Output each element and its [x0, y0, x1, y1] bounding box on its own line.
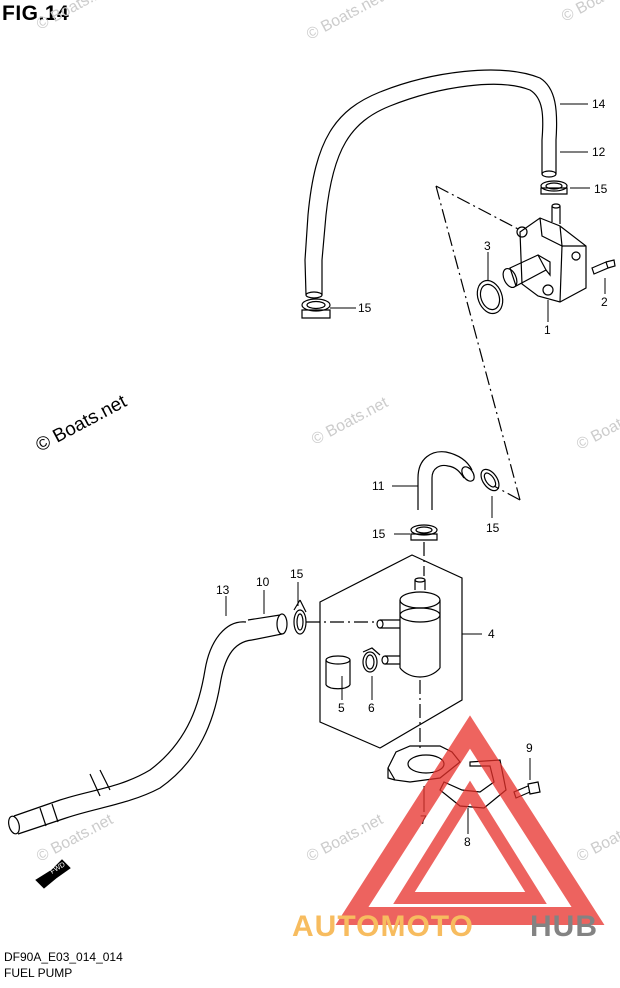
logo-text-red: AUTOMOTO — [292, 910, 474, 943]
guide-line-filter — [306, 542, 425, 752]
hose-5 — [325, 655, 351, 690]
clamp-15-filter-left — [293, 599, 307, 635]
o-ring-3-inner — [479, 283, 501, 311]
clamp-15-upper-right — [540, 180, 568, 195]
watermark-main: © Boats.net — [32, 391, 130, 457]
clamp-6 — [362, 647, 381, 673]
hose-13-end-cap — [8, 815, 20, 835]
callout-9: 9 — [526, 741, 533, 755]
watermark-text: © Boats.net — [574, 399, 620, 454]
hose-11-end — [461, 466, 475, 482]
callout-numbers: 14 12 15 3 2 15 1 11 15 15 13 10 15 4 5 … — [216, 97, 608, 849]
callout-13: 13 — [216, 583, 230, 597]
watermark-text: © Boats.net — [34, 0, 116, 34]
callout-1: 1 — [544, 323, 551, 337]
figure-code: DF90A_E03_014_014 — [4, 950, 123, 964]
callout-10: 10 — [256, 575, 270, 589]
line-art — [8, 69, 616, 835]
hose-14-end-top-cap — [541, 170, 557, 178]
watermark-text: © Boats.net — [559, 0, 620, 26]
watermark-text: © Boats.net — [309, 394, 391, 449]
callout-8: 8 — [464, 835, 471, 849]
watermark-text: © Boats.net — [574, 811, 620, 866]
callout-15: 15 — [290, 567, 304, 581]
fuel-filter-4 — [376, 577, 441, 678]
hose-10 — [247, 613, 288, 641]
logo-triangle-inner — [393, 780, 547, 904]
logo-triangle-outer — [335, 715, 605, 925]
callout-3: 3 — [484, 239, 491, 253]
callout-12: 12 — [592, 145, 606, 159]
hose-11 — [417, 451, 473, 510]
hose-14-end-bottom-cap — [305, 291, 323, 299]
o-ring-3 — [476, 279, 504, 315]
bolt-2 — [591, 259, 616, 275]
callout-11: 11 — [372, 479, 385, 493]
callout-15: 15 — [486, 521, 500, 535]
callout-5: 5 — [338, 701, 345, 715]
fuel-pump-1 — [502, 203, 587, 303]
hose-14-end-bottom — [304, 259, 323, 296]
guide-line-pump — [435, 185, 521, 501]
callout-6: 6 — [368, 701, 375, 715]
watermark-text: © Boats.net — [34, 811, 116, 866]
clamp-15-upper-left — [301, 298, 331, 319]
callout-15: 15 — [372, 527, 386, 541]
callout-4: 4 — [488, 627, 495, 641]
clamp-15-hose11-bottom — [410, 524, 438, 541]
logo-text-dark: HUB — [530, 910, 598, 943]
hose-14 — [304, 69, 558, 261]
filter-assembly-outline — [319, 554, 463, 749]
watermark-text: © Boats.net — [304, 0, 386, 44]
watermark-group: © Boats.net © Boats.net © Boats.net © Bo… — [34, 0, 620, 866]
automotohub-logo: AUTOMOTO HUB — [292, 715, 605, 943]
callout-15: 15 — [358, 301, 372, 315]
hose-14-end-top — [541, 140, 557, 174]
figure-name: FUEL PUMP — [4, 966, 73, 980]
hose-13-joint — [89, 769, 111, 797]
callout-14: 14 — [592, 97, 606, 111]
hose-13 — [59, 621, 253, 819]
figure-title: FIG.14 — [2, 2, 70, 25]
hose-13-end — [13, 799, 67, 835]
callout-15: 15 — [594, 182, 608, 196]
watermark-text: © Boats.net — [304, 811, 386, 866]
clamp-15-hose11-right — [480, 468, 500, 492]
leader-lines — [225, 103, 606, 834]
callout-2: 2 — [601, 295, 608, 309]
hose-13-end-band — [39, 803, 59, 827]
